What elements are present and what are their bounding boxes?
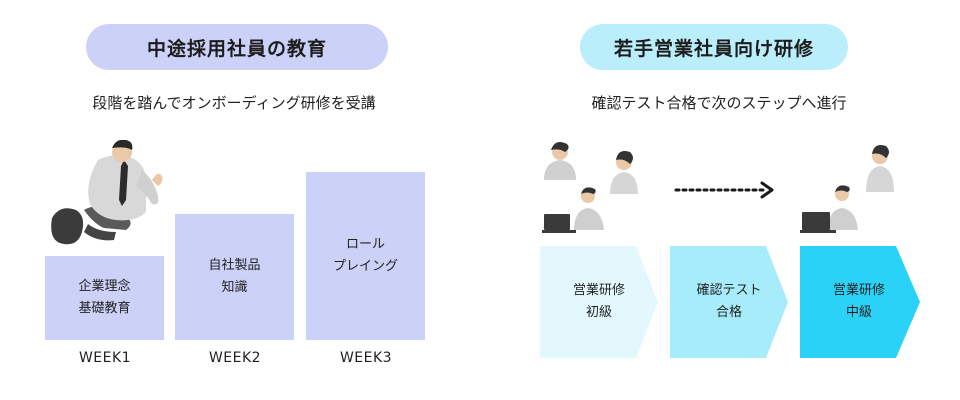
week1-label: WEEK1 [78, 350, 132, 366]
week3-label: WEEK3 [339, 350, 393, 366]
chevron-stage1 [540, 246, 658, 358]
step-week1-line2: 基礎教育 [78, 301, 131, 316]
step-week3-line1: ロール [345, 237, 385, 252]
step-week2-line2: 知識 [221, 280, 248, 295]
right-title: 若手営業社員向け研修 [580, 24, 848, 70]
chevron-stage3 [800, 246, 920, 358]
businessman-climbing-icon [51, 140, 163, 245]
step-week2-box: 自社製品 知識 [175, 214, 294, 340]
step-week3-box: ロール プレイング [306, 172, 425, 340]
left-subtitle: 段階を踏んでオンボーディング研修を受講 [92, 94, 376, 112]
step-week3-line2: プレイング [332, 259, 398, 274]
stage1-line1: 営業研修 [572, 283, 625, 298]
stage2-line2: 合格 [715, 305, 742, 320]
stage3-label: 営業研修 中級 [800, 246, 918, 358]
consultant-pair-icon [800, 145, 894, 233]
chevron-stage2 [670, 246, 788, 358]
right-subtitle: 確認テスト合格で次のステップへ進行 [591, 94, 847, 112]
week2-label: WEEK2 [208, 350, 262, 366]
step-week1-box: 企業理念 基礎教育 [45, 256, 164, 340]
dotted-arrow-icon [674, 181, 774, 199]
step-week1-line1: 企業理念 [78, 279, 131, 294]
stage2-label: 確認テスト 合格 [670, 246, 788, 358]
stage3-line1: 営業研修 [832, 283, 885, 298]
stage2-line1: 確認テスト [696, 283, 762, 298]
stage1-label: 営業研修 初級 [540, 246, 658, 358]
left-title: 中途採用社員の教育 [86, 24, 388, 70]
step-week2-line1: 自社製品 [208, 258, 261, 273]
team-at-laptop-icon [542, 142, 638, 233]
process-chevrons [540, 246, 920, 358]
stage3-line2: 中級 [845, 305, 872, 320]
stage1-line2: 初級 [585, 305, 612, 320]
